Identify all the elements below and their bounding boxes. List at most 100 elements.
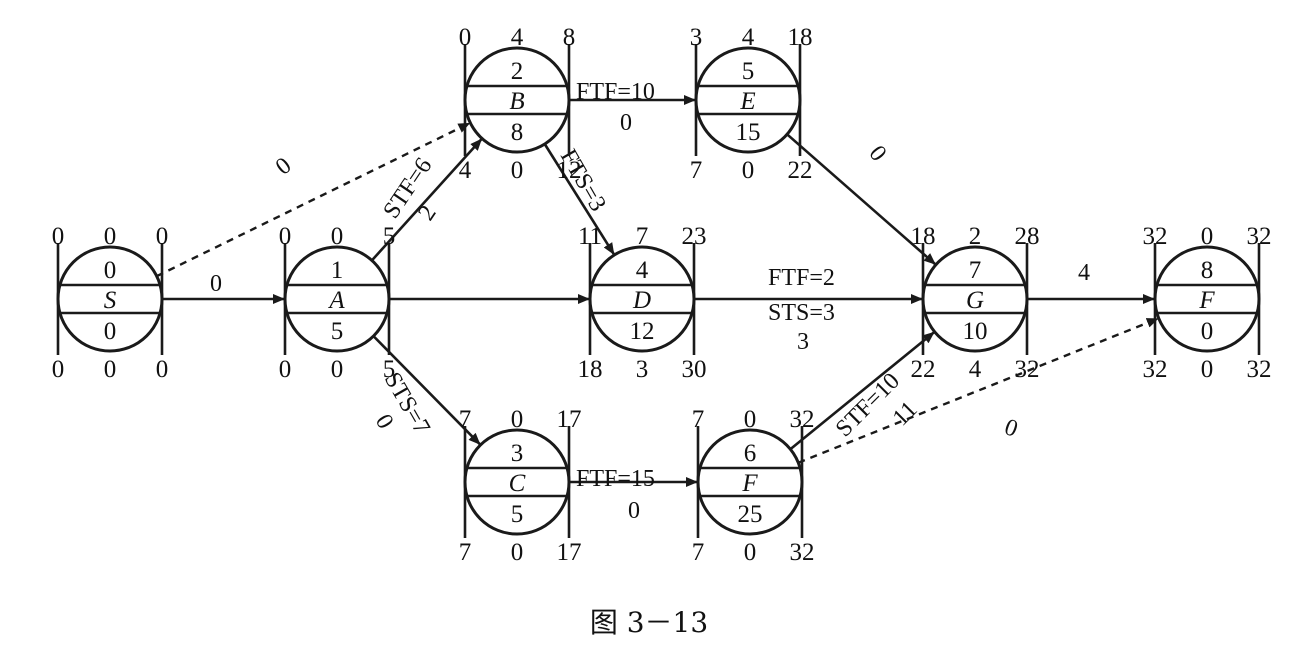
node-ff: 0 [742, 157, 755, 184]
node-ef: 28 [1015, 223, 1040, 250]
node-duration-top: 2 [511, 58, 524, 85]
node-tf: 0 [331, 223, 344, 250]
node-ff: 4 [969, 356, 982, 383]
node-ff: 0 [511, 539, 524, 566]
edge-label-e-g: 0 [864, 141, 892, 166]
node-name: F [1198, 287, 1215, 314]
edge-label-f-g-rel: STF=10 [831, 368, 905, 442]
node-ls: 22 [911, 356, 936, 383]
node-ff: 0 [331, 356, 344, 383]
node-duration-top: 4 [636, 257, 649, 284]
node-lf: 30 [682, 356, 707, 383]
node-es: 0 [459, 24, 472, 51]
node-duration-bottom: 5 [511, 501, 524, 528]
node-ls: 32 [1143, 356, 1168, 383]
node-es: 18 [911, 223, 936, 250]
edge-label-s-a: 0 [210, 271, 222, 297]
node-ls: 4 [459, 157, 472, 184]
edge-b-d [543, 143, 615, 255]
edge-label-b-e-rel: FTF=10 [576, 79, 655, 105]
node-es: 11 [578, 223, 602, 250]
node-ff: 0 [104, 356, 117, 383]
node-tf: 0 [1201, 223, 1214, 250]
node-name: G [966, 287, 984, 314]
node-duration-bottom: 5 [331, 318, 344, 345]
node-ls: 7 [459, 539, 472, 566]
edge-label-d-g-free: 3 [797, 329, 809, 355]
node-ls: 0 [52, 356, 65, 383]
node-tf: 0 [511, 406, 524, 433]
node-ef: 32 [1247, 223, 1272, 250]
node-duration-top: 8 [1201, 257, 1214, 284]
node-ls: 0 [279, 356, 292, 383]
node-es: 7 [459, 406, 472, 433]
node-lf: 17 [557, 539, 582, 566]
node-es: 0 [279, 223, 292, 250]
node-tf: 0 [744, 406, 757, 433]
node-lf: 5 [383, 356, 396, 383]
edge-a-b [370, 138, 483, 262]
node-duration-top: 7 [969, 257, 982, 284]
node-ls: 7 [692, 539, 705, 566]
node-tf: 7 [636, 223, 649, 250]
node-ef: 32 [790, 406, 815, 433]
node-duration-bottom: 0 [104, 318, 117, 345]
node-es: 3 [690, 24, 703, 51]
node-ff: 0 [1201, 356, 1214, 383]
node-ef: 23 [682, 223, 707, 250]
node-es: 7 [692, 406, 705, 433]
edge-label-c-f-free: 0 [628, 498, 640, 524]
edge-label-d-g-rel2: STS=3 [768, 300, 835, 326]
node-ff: 3 [636, 356, 649, 383]
node-lf: 0 [156, 356, 169, 383]
edge-label-c-f-rel: FTF=15 [576, 466, 655, 492]
node-ef: 5 [383, 223, 396, 250]
node-ff: 0 [511, 157, 524, 184]
node-duration-bottom: 12 [630, 318, 655, 345]
node-name: C [509, 470, 526, 497]
edge-s-b [156, 122, 471, 278]
node-duration-bottom: 8 [511, 119, 524, 146]
node-d: 4D 12 11 7 23 18 3 30 [578, 223, 707, 383]
edges-layer [156, 95, 1159, 487]
node-name: F [741, 470, 758, 497]
node-duration-bottom: 15 [736, 119, 761, 146]
node-ls: 18 [578, 356, 603, 383]
node-ef: 18 [788, 24, 813, 51]
node-duration-top: 0 [104, 257, 117, 284]
node-ls: 7 [690, 157, 703, 184]
edge-a-c [372, 335, 481, 446]
node-lf: 12 [557, 157, 582, 184]
node-es: 0 [52, 223, 65, 250]
edge-label-f-g-free: 11 [888, 397, 923, 432]
node-name: D [632, 287, 651, 314]
edge-label-d-g-rel1: FTF=2 [768, 265, 835, 291]
node-es: 32 [1143, 223, 1168, 250]
node-lf: 32 [1247, 356, 1272, 383]
edge-label-a-c-free: 0 [370, 410, 399, 433]
node-ff: 0 [744, 539, 757, 566]
node-duration-top: 5 [742, 58, 755, 85]
node-lf: 22 [788, 157, 813, 184]
edge-label-b-e-free: 0 [620, 110, 632, 136]
node-duration-top: 6 [744, 440, 757, 467]
node-tf: 4 [742, 24, 755, 51]
node-ef: 17 [557, 406, 582, 433]
edge-e-g [786, 133, 936, 266]
edge-label-f-f-free: 0 [1001, 414, 1021, 443]
node-name: E [739, 88, 755, 115]
node-ef: 0 [156, 223, 169, 250]
node-duration-bottom: 25 [738, 501, 763, 528]
node-name: S [104, 287, 117, 314]
node-lf: 32 [1015, 356, 1040, 383]
node-tf: 2 [969, 223, 982, 250]
node-duration-top: 1 [331, 257, 344, 284]
